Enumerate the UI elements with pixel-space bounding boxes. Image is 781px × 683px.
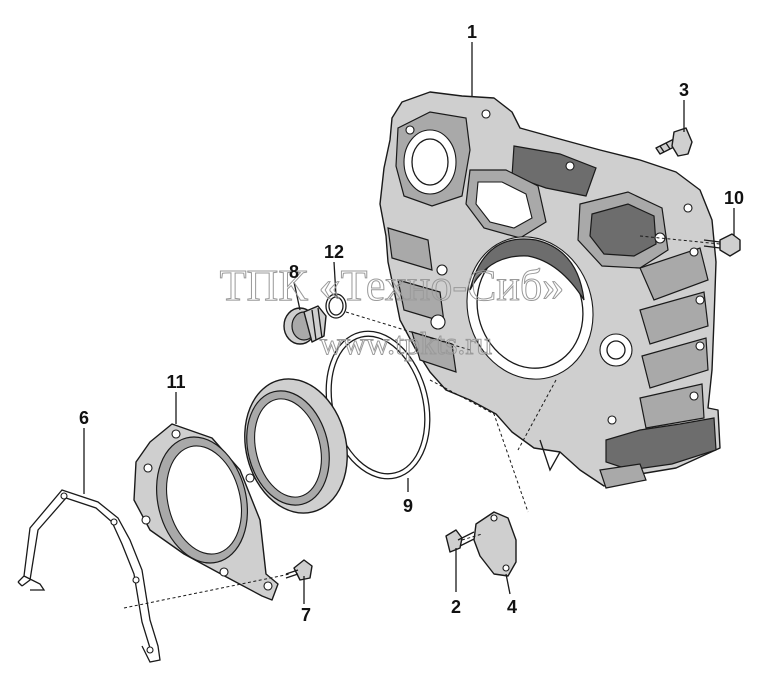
plug-part-8 [283, 305, 327, 345]
gasket-part-6 [17, 489, 161, 663]
bolt-part-2 [445, 529, 477, 553]
callout-6: 6 [79, 408, 89, 428]
callout-7: 7 [301, 605, 311, 625]
plug-part-10 [703, 233, 741, 257]
callout-9: 9 [403, 496, 413, 516]
seal-carrier-part-11 [133, 423, 279, 601]
callout-labels: 1 2 3 4 6 7 8 9 10 11 12 [79, 22, 744, 625]
callout-1: 1 [467, 22, 477, 42]
callout-2: 2 [451, 597, 461, 617]
bolt-part-7 [285, 559, 313, 581]
cover-plate-part-4 [473, 511, 517, 577]
bolt-part-3 [655, 127, 693, 157]
leader-lines [83, 42, 735, 604]
callout-4: 4 [507, 597, 517, 617]
assembly-lines [123, 235, 721, 609]
oil-seal-ring [244, 378, 348, 514]
watermark-line-2: www.tpkts.ru [320, 325, 492, 361]
callout-10: 10 [724, 188, 744, 208]
watermark: ТПК «Техно-Сиб» www.tpkts.ru [219, 261, 565, 362]
watermark-line-1: ТПК «Техно-Сиб» [220, 261, 565, 310]
flywheel-housing-part-1 [379, 91, 721, 489]
callout-11: 11 [166, 372, 185, 392]
callout-8: 8 [289, 262, 299, 282]
callout-3: 3 [679, 80, 689, 100]
callout-12: 12 [324, 242, 344, 262]
